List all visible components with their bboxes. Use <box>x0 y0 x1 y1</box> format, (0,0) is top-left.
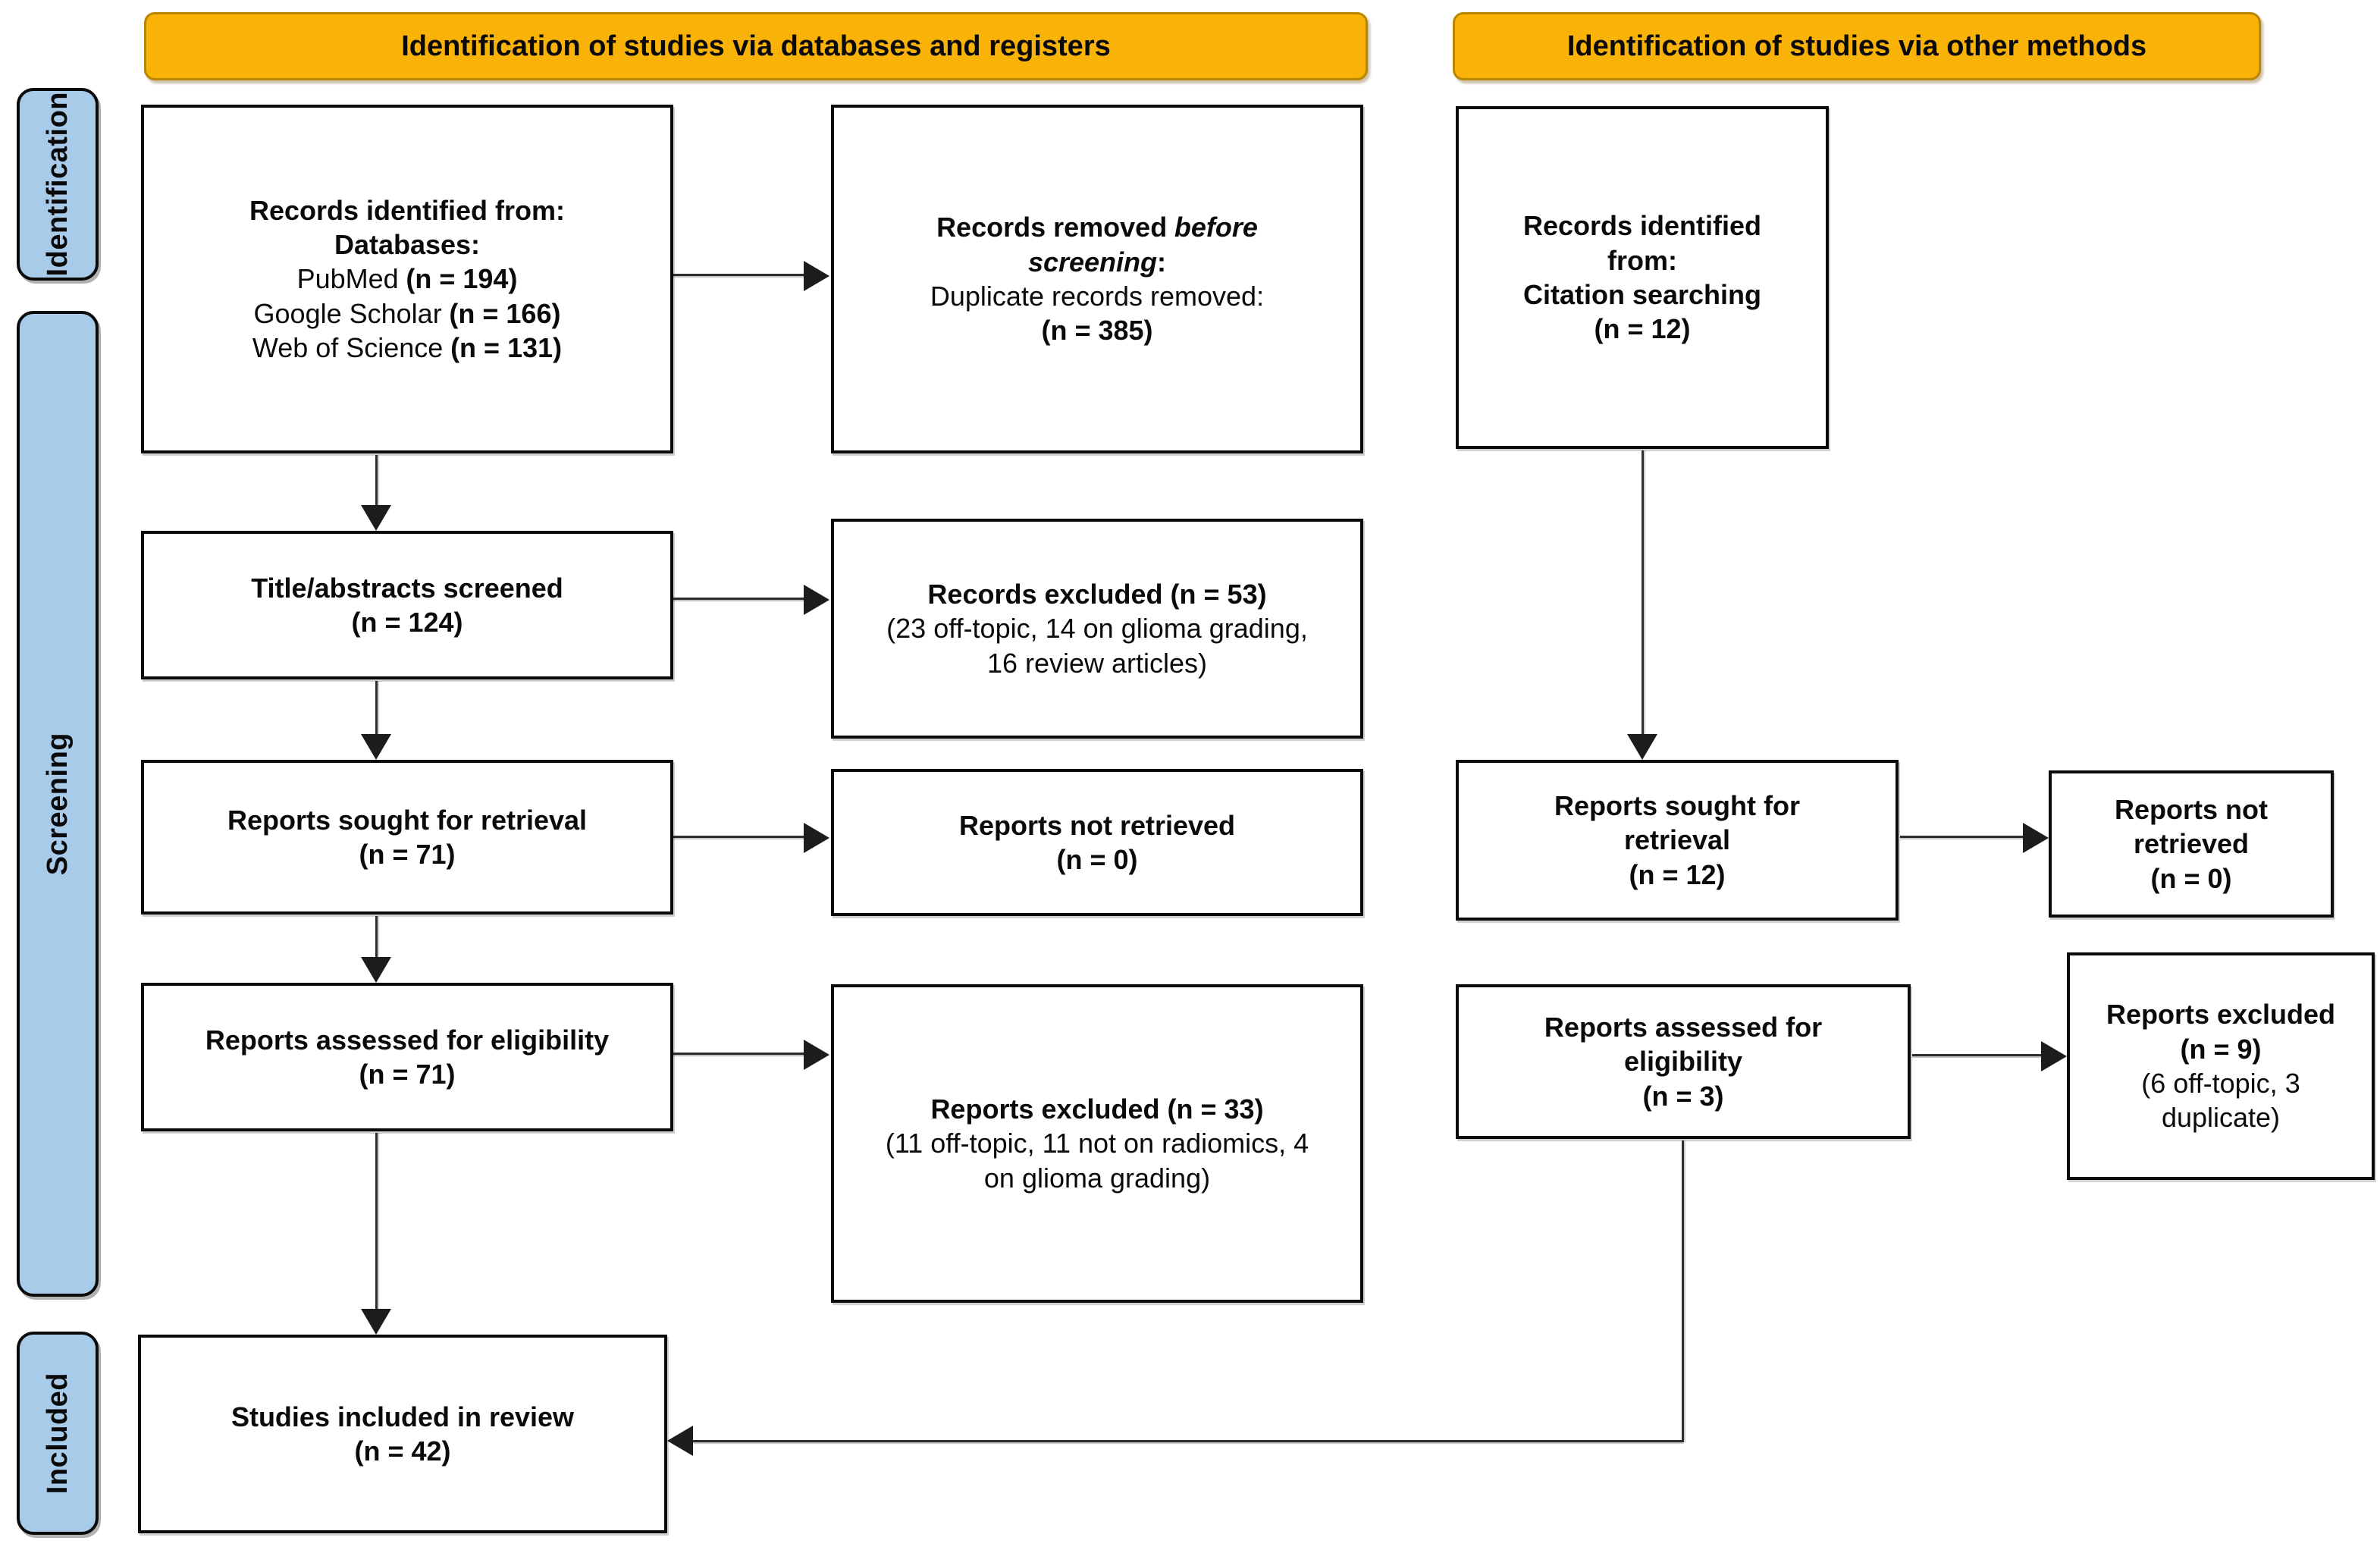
studies-included-line1: Studies included in review <box>230 1401 575 1432</box>
arrow-line-sought-to-assessed <box>375 916 378 957</box>
reports-excluded-reasons: (11 off-topic, 11 not on radiomics, 4 on… <box>885 1128 1309 1194</box>
source-web-of-science-name: Web of Science <box>252 332 444 364</box>
source-web-of-science-count: (n = 131) <box>450 332 563 364</box>
stage-screening-label: Screening <box>41 732 74 876</box>
box-citation-reports-excluded: Reports excluded (n = 9) (6 off-topic, 3… <box>2067 952 2375 1180</box>
arrowhead-identified-to-removed <box>804 261 829 291</box>
records-excluded-reasons: (23 off-topic, 14 on glioma grading, 16 … <box>886 613 1308 679</box>
reports-sought-count: (n = 71) <box>359 839 456 870</box>
records-identified-subheading: Databases: <box>334 228 481 260</box>
arrowhead-assessed-to-included <box>361 1309 391 1335</box>
box-citation-reports-assessed: Reports assessed for eligibility (n = 3) <box>1456 984 1911 1139</box>
source-google-scholar-count: (n = 166) <box>449 297 561 329</box>
header-databases-registers: Identification of studies via databases … <box>144 12 1368 80</box>
arrowhead-citation-assessed-to-excluded <box>2041 1041 2067 1071</box>
stage-identification-label: Identification <box>41 92 74 277</box>
citation-excluded-reasons: (6 off-topic, 3 duplicate) <box>2141 1068 2300 1134</box>
stage-included: Included <box>17 1332 99 1535</box>
arrowhead-sought-to-not-retrieved <box>804 823 829 853</box>
arrowhead-citation-to-included <box>667 1426 693 1456</box>
arrow-line-screened-to-excluded <box>673 598 805 600</box>
records-removed-title-italic: before screening <box>1027 212 1258 278</box>
source-google-scholar-name: Google Scholar <box>253 297 442 329</box>
arrowhead-screened-to-excluded <box>804 585 829 615</box>
arrow-line-identified-to-removed <box>673 274 805 276</box>
box-reports-sought: Reports sought for retrieval (n = 71) <box>141 760 673 915</box>
box-citation-reports-sought: Reports sought for retrieval (n = 12) <box>1456 760 1899 921</box>
records-removed-count: (n = 385) <box>1041 315 1153 347</box>
stage-included-label: Included <box>41 1372 74 1495</box>
arrow-line-sought-to-not-retrieved <box>673 836 805 838</box>
reports-not-retrieved-line1: Reports not retrieved <box>958 809 1236 841</box>
studies-included-count: (n = 42) <box>354 1435 451 1467</box>
records-excluded-title: Records excluded (n = 53) <box>927 578 1267 610</box>
reports-sought-line1: Reports sought for retrieval <box>227 804 588 836</box>
arrowhead-citation-sought-to-not-retrieved <box>2023 823 2049 853</box>
citation-excluded-title-line2: (n = 9) <box>2180 1033 2262 1065</box>
citation-reports-sought-line1: Reports sought for <box>1554 789 1800 821</box>
box-reports-assessed: Reports assessed for eligibility (n = 71… <box>141 983 673 1131</box>
citation-not-retrieved-count: (n = 0) <box>2150 862 2232 894</box>
source-pubmed-count: (n = 194) <box>406 263 518 295</box>
stage-identification: Identification <box>17 88 99 281</box>
records-removed-title-colon: : <box>1157 246 1167 278</box>
citation-reports-sought-count: (n = 12) <box>1629 858 1726 890</box>
citation-not-retrieved-line1: Reports not <box>2115 793 2268 825</box>
citation-identified-line1: Records identified <box>1522 210 1762 242</box>
arrow-line-citation-to-sought <box>1642 450 1644 734</box>
header-other-methods: Identification of studies via other meth… <box>1453 12 2261 80</box>
box-records-identified-databases: Records identified from: Databases: PubM… <box>141 105 673 453</box>
box-citation-identified: Records identified from: Citation search… <box>1456 106 1829 449</box>
source-web-of-science: Web of Science(n = 131) <box>252 331 562 365</box>
records-removed-title-prefix: Records removed <box>936 212 1168 243</box>
citation-reports-sought-line2: retrieval <box>1623 824 1731 856</box>
citation-assessed-line1: Reports assessed for <box>1544 1011 1823 1043</box>
arrowhead-screened-to-sought <box>361 734 391 760</box>
citation-identified-line3: Citation searching <box>1522 279 1762 310</box>
arrow-line-citation-sought-to-not-retrieved <box>1900 836 2023 838</box>
box-reports-excluded: Reports excluded (n = 33) (11 off-topic,… <box>831 984 1363 1303</box>
reports-assessed-line1: Reports assessed for eligibility <box>205 1024 610 1056</box>
box-studies-included: Studies included in review (n = 42) <box>138 1335 667 1533</box>
arrowhead-citation-to-sought <box>1627 734 1657 760</box>
citation-not-retrieved-line2: retrieved <box>2133 828 2250 860</box>
reports-not-retrieved-count: (n = 0) <box>1056 844 1138 875</box>
header-other-methods-label: Identification of studies via other meth… <box>1566 30 2147 62</box>
arrow-line-screened-to-sought <box>375 681 378 734</box>
citation-assessed-line2: eligibility <box>1623 1046 1743 1078</box>
box-records-excluded: Records excluded (n = 53) (23 off-topic,… <box>831 519 1363 739</box>
citation-identified-line2: from: <box>1607 244 1677 276</box>
arrowhead-identified-to-screened <box>361 505 391 531</box>
source-pubmed: PubMed(n = 194) <box>297 262 518 296</box>
citation-excluded-title-line1: Reports excluded <box>2106 999 2336 1031</box>
box-citation-reports-not-retrieved: Reports not retrieved (n = 0) <box>2049 770 2334 918</box>
source-pubmed-name: PubMed <box>296 263 399 295</box>
arrow-line-identified-to-screened <box>375 455 378 505</box>
reports-excluded-title: Reports excluded (n = 33) <box>930 1093 1264 1125</box>
title-screened-count: (n = 124) <box>351 607 463 638</box>
source-google-scholar: Google Scholar(n = 166) <box>254 296 561 331</box>
arrow-line-citation-assessed-to-excluded <box>1912 1054 2041 1056</box>
citation-identified-count: (n = 12) <box>1594 313 1691 345</box>
box-reports-not-retrieved: Reports not retrieved (n = 0) <box>831 769 1363 916</box>
title-screened-line1: Title/abstracts screened <box>251 572 563 604</box>
citation-assessed-count: (n = 3) <box>1642 1080 1724 1112</box>
arrow-line-assessed-to-excluded <box>673 1053 805 1055</box>
arrow-line-citation-to-included <box>693 1440 1683 1442</box>
records-removed-detail: Duplicate records removed: <box>930 281 1265 312</box>
arrow-line-citation-assessed-down <box>1682 1140 1684 1442</box>
stage-screening: Screening <box>17 311 99 1297</box>
arrow-line-assessed-to-included <box>375 1133 378 1309</box>
header-databases-label: Identification of studies via databases … <box>401 30 1111 62</box>
box-title-abstracts-screened: Title/abstracts screened (n = 124) <box>141 531 673 679</box>
arrowhead-assessed-to-excluded <box>804 1040 829 1070</box>
records-identified-heading: Records identified from: <box>249 194 566 226</box>
arrowhead-sought-to-assessed <box>361 957 391 983</box>
reports-assessed-count: (n = 71) <box>359 1059 456 1090</box>
